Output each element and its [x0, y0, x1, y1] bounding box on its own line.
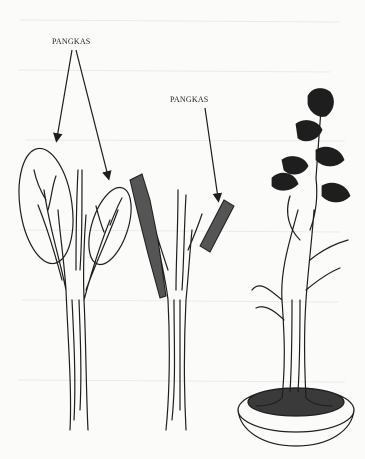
callout-arrows-left — [57, 50, 108, 176]
bonsai-foliage — [272, 89, 350, 202]
tree-before-pruning — [12, 145, 139, 430]
bonsai-result — [238, 96, 354, 446]
cut-branches-shaded — [130, 174, 234, 298]
tree-pruned-branches — [156, 190, 202, 430]
scan-texture — [18, 20, 345, 382]
callout-arrow-right — [205, 108, 218, 198]
